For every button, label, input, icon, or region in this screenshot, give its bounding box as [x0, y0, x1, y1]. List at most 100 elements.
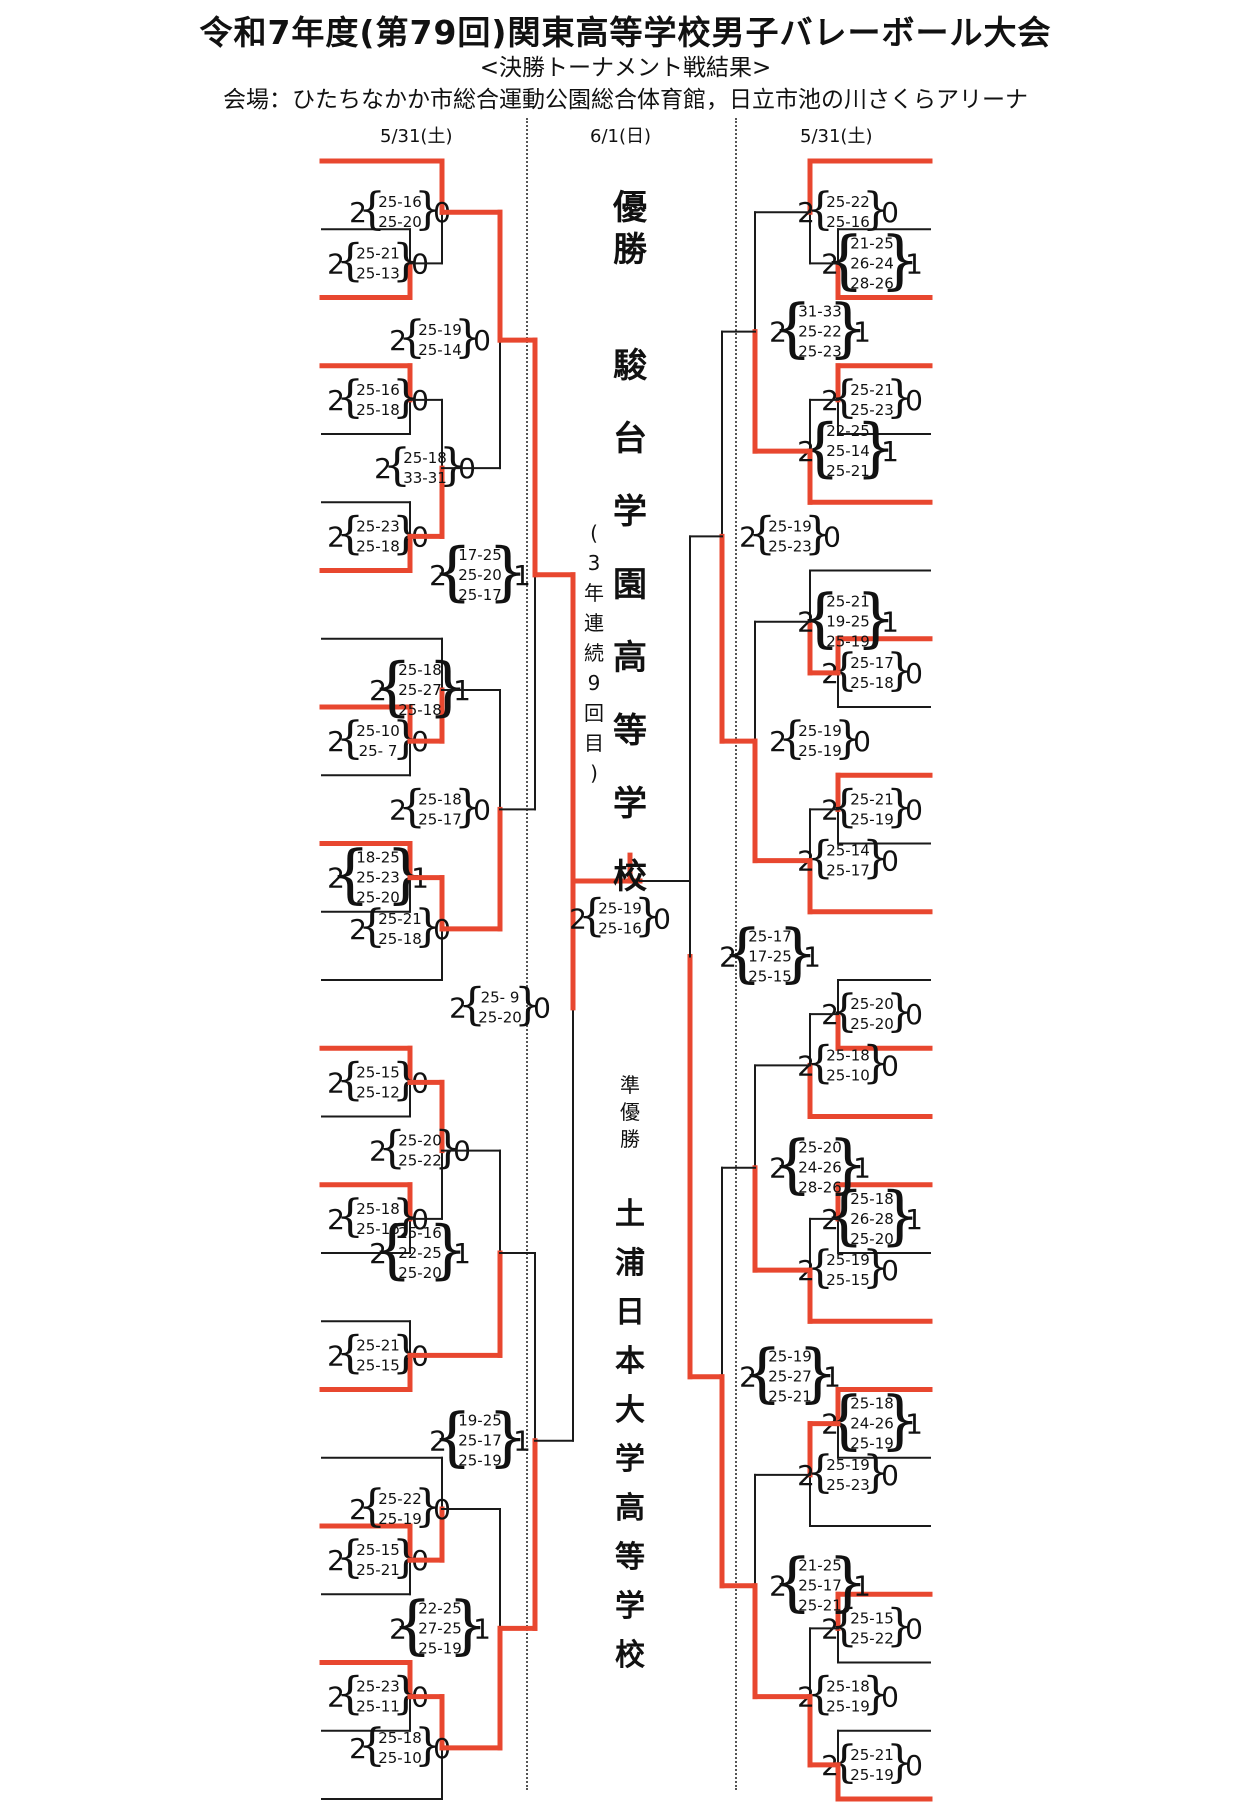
- score-loser: 1: [853, 1570, 871, 1603]
- brace-right: }: [880, 1179, 921, 1253]
- brace-right: }: [634, 891, 662, 942]
- score-loser: 1: [881, 435, 899, 468]
- brace-right: }: [488, 1401, 529, 1475]
- score-loser: 1: [905, 1408, 923, 1441]
- set-score: 25-21: [768, 1388, 812, 1406]
- set-score: 25-19: [418, 321, 462, 339]
- set-score: 25-21: [826, 462, 870, 480]
- set-score: 25-18: [398, 661, 442, 679]
- set-score: 25-14: [418, 341, 462, 359]
- set-score: 25-19: [458, 1452, 502, 1470]
- set-score: 25-17: [826, 862, 870, 880]
- set-score: 19-25: [458, 1412, 502, 1430]
- brace-right: }: [862, 1669, 890, 1720]
- set-score: 25-21: [378, 910, 422, 928]
- score-winner: 2: [769, 725, 787, 758]
- brace-right: }: [856, 582, 897, 656]
- brace-left: {: [830, 986, 858, 1037]
- set-score: 25-16: [398, 1224, 442, 1242]
- set-score: 25-21: [826, 593, 870, 611]
- set-score: 25-20: [478, 1009, 522, 1027]
- brace-right: }: [798, 1337, 839, 1411]
- set-score: 25-18: [418, 790, 462, 808]
- brace-left: {: [800, 582, 841, 656]
- score-loser: 0: [905, 384, 923, 417]
- score-loser: 0: [823, 520, 841, 553]
- score-winner: 2: [389, 793, 407, 826]
- set-score: 17-25: [458, 546, 502, 564]
- brace-left: {: [824, 223, 865, 297]
- score-winner: 2: [449, 992, 467, 1025]
- brace-right: }: [880, 223, 921, 297]
- brace-left: {: [772, 1128, 813, 1202]
- brace-right: }: [862, 1447, 890, 1498]
- score-loser: 0: [881, 1459, 899, 1492]
- set-score: 21-25: [850, 234, 894, 252]
- set-score: 25-17: [458, 1432, 502, 1450]
- brace-right: }: [434, 1123, 462, 1174]
- set-score: 25-19: [826, 633, 870, 651]
- brace-right: }: [886, 1600, 914, 1651]
- set-score: 25-21: [798, 1597, 842, 1615]
- brace-left: {: [578, 891, 606, 942]
- set-score: 21-25: [798, 1557, 842, 1575]
- vertical-char: 勝: [620, 1127, 640, 1151]
- brace-right: }: [886, 372, 914, 423]
- set-score: 25-19: [798, 742, 842, 760]
- brace-right: }: [392, 372, 420, 423]
- brace-right: }: [414, 1720, 442, 1771]
- vertical-char: 本: [615, 1344, 645, 1379]
- brace-left: {: [336, 372, 364, 423]
- score-loser: 1: [453, 1237, 471, 1270]
- score-loser: 0: [905, 998, 923, 1031]
- vertical-char: 学: [613, 784, 647, 824]
- set-score: 25-12: [356, 1083, 400, 1101]
- match-score: 2{25- 925-20}0: [449, 980, 551, 1031]
- brace-right: }: [886, 645, 914, 696]
- brace-right: }: [862, 833, 890, 884]
- set-score: 25-16: [356, 381, 400, 399]
- score-loser: 0: [881, 1681, 899, 1714]
- vertical-char: 回: [584, 701, 604, 725]
- score-loser: 0: [905, 1612, 923, 1645]
- score-loser: 0: [473, 793, 491, 826]
- vertical-char: 優: [620, 1100, 640, 1124]
- set-score: 25-19: [826, 1456, 870, 1474]
- set-score: 25-21: [356, 1561, 400, 1579]
- score-loser: 1: [513, 559, 531, 592]
- score-loser: 0: [853, 725, 871, 758]
- score-winner: 2: [769, 316, 787, 349]
- brace-right: }: [386, 838, 427, 912]
- brace-left: {: [830, 372, 858, 423]
- brace-left: {: [336, 1669, 364, 1720]
- set-score: 25-10: [356, 722, 400, 740]
- vertical-char: 目: [584, 731, 604, 755]
- score-winner: 2: [327, 1203, 345, 1236]
- set-score: 25-17: [798, 1577, 842, 1595]
- set-score: 25-27: [398, 681, 442, 699]
- set-score: 26-28: [850, 1210, 894, 1228]
- score-winner: 2: [349, 1732, 367, 1765]
- date-left: 5/31(土): [380, 126, 453, 147]
- score-winner: 2: [569, 903, 587, 936]
- score-loser: 0: [905, 657, 923, 690]
- set-score: 25-19: [598, 900, 642, 918]
- brace-right: }: [448, 1588, 489, 1662]
- brace-left: {: [432, 535, 473, 609]
- score-winner: 2: [389, 1612, 407, 1645]
- set-score: 25-22: [398, 1152, 442, 1170]
- vertical-char: 年: [584, 581, 604, 605]
- set-score: 25-19: [418, 1639, 462, 1657]
